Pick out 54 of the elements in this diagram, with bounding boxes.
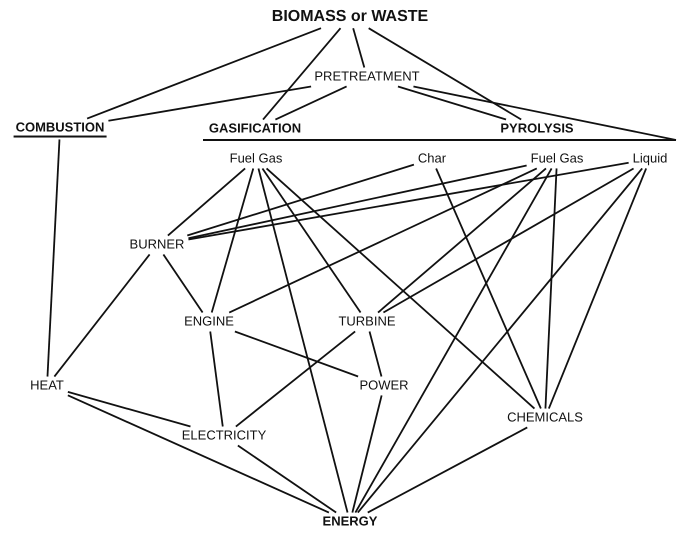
connector-line <box>435 168 542 409</box>
connector-line <box>46 139 60 377</box>
node-label: POWER <box>357 378 411 394</box>
connector-line <box>266 168 536 410</box>
connector-line <box>548 168 647 409</box>
connector-line <box>235 330 356 428</box>
connector-line <box>544 168 558 409</box>
connector-line <box>383 168 634 314</box>
connector-line <box>352 28 366 68</box>
connector-line <box>368 27 522 120</box>
node-label: CHEMICALS <box>505 410 585 426</box>
connector-line <box>398 86 506 120</box>
connector-line <box>86 27 322 120</box>
node-label: Liquid <box>630 152 670 166</box>
connector-line <box>368 331 382 377</box>
connector-line <box>68 394 330 514</box>
connector-line <box>68 391 191 428</box>
connector-line <box>167 168 246 236</box>
connector-line <box>377 168 547 314</box>
connector-line <box>258 168 348 513</box>
connector-line <box>209 331 224 427</box>
heading-label: BIOMASS or WASTE <box>270 8 430 26</box>
connector-line <box>275 86 347 120</box>
connector-line <box>354 168 552 513</box>
connector-line <box>367 426 528 514</box>
connector-line <box>228 168 538 314</box>
connector-line <box>262 168 362 314</box>
underline-bar <box>203 139 676 141</box>
connector-line <box>262 28 342 120</box>
connector-line <box>234 330 358 378</box>
connector-line <box>352 395 382 513</box>
connector-line <box>188 162 629 240</box>
connector-line <box>210 168 254 313</box>
connector-line <box>188 164 527 240</box>
connector-line <box>413 86 676 141</box>
connector-line <box>108 86 312 122</box>
heading-label: GASIFICATION <box>206 122 304 136</box>
node-label: ELECTRICITY <box>180 428 268 444</box>
node-label: ENGINE <box>182 314 236 330</box>
connector-line <box>54 254 150 378</box>
node-label: HEAT <box>28 378 66 394</box>
connector-line <box>357 168 643 514</box>
node-label: PRETREATMENT <box>312 70 422 84</box>
node-label: Fuel Gas <box>228 152 284 166</box>
node-label: Fuel Gas <box>528 152 586 166</box>
heading-label: PYROLYSIS <box>498 122 576 136</box>
connector-line <box>162 254 204 314</box>
heading-label: ENERGY <box>320 514 380 530</box>
connector-line <box>187 164 414 236</box>
node-label: TURBINE <box>336 314 398 330</box>
node-label: Char <box>416 152 448 166</box>
heading-label: COMBUSTION <box>14 120 106 138</box>
node-label: BURNER <box>128 238 186 252</box>
connector-line <box>237 444 337 514</box>
